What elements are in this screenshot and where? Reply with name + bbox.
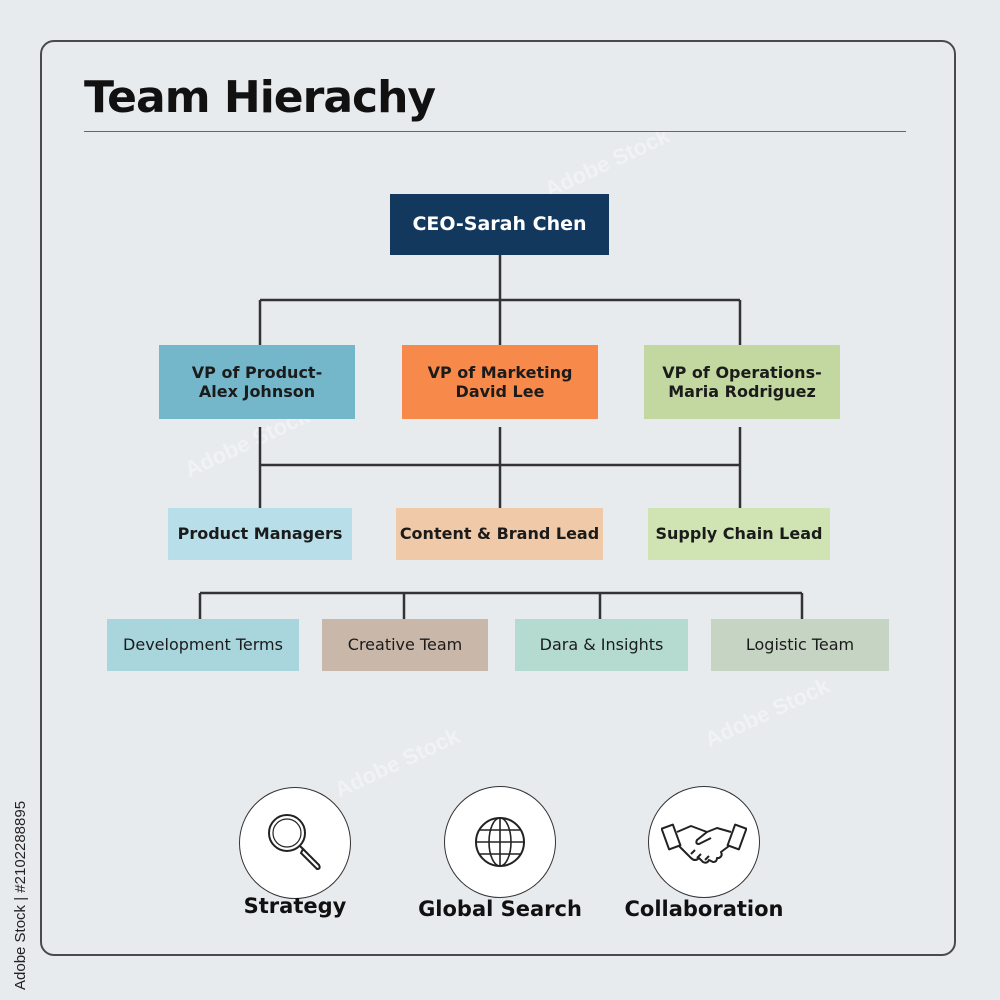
handshake-icon — [661, 823, 747, 864]
page-title: Team Hierachy — [84, 72, 436, 123]
data-insights-label: Dara & Insights — [539, 635, 664, 655]
magnifier-icon — [268, 814, 321, 871]
development-terms-box: Development Terms — [107, 619, 299, 671]
strategy-icon-circle — [239, 787, 351, 899]
ceo-box: CEO-Sarah Chen — [390, 194, 609, 255]
title-divider — [84, 131, 906, 132]
ceo-connector — [258, 255, 742, 345]
vp-marketing-box: VP of Marketing David Lee — [402, 345, 598, 419]
creative-team-box: Creative Team — [322, 619, 488, 671]
global-search-label: Global Search — [418, 897, 582, 921]
logistic-team-label: Logistic Team — [745, 635, 855, 655]
vp-connector — [258, 427, 742, 508]
vp-product-label: VP of Product- Alex Johnson — [191, 362, 323, 401]
development-terms-label: Development Terms — [123, 635, 283, 655]
supply-chain-lead-label: Supply Chain Lead — [655, 524, 823, 544]
content-brand-lead-label: Content & Brand Lead — [399, 524, 600, 544]
logistic-team-box: Logistic Team — [711, 619, 889, 671]
vp-marketing-label: VP of Marketing David Lee — [427, 362, 573, 401]
creative-team-label: Creative Team — [347, 635, 463, 655]
content-brand-lead-box: Content & Brand Lead — [396, 508, 603, 560]
globe-icon — [475, 817, 525, 867]
vp-operations-box: VP of Operations- Maria Rodriguez — [644, 345, 840, 419]
strategy-label: Strategy — [243, 894, 347, 918]
ceo-label: CEO-Sarah Chen — [412, 213, 587, 236]
supply-chain-lead-box: Supply Chain Lead — [648, 508, 830, 560]
product-managers-label: Product Managers — [177, 524, 343, 544]
collaboration-label: Collaboration — [624, 897, 784, 921]
vp-operations-label: VP of Operations- Maria Rodriguez — [662, 362, 822, 401]
data-insights-box: Dara & Insights — [515, 619, 688, 671]
product-managers-box: Product Managers — [168, 508, 352, 560]
collaboration-icon-circle — [648, 786, 760, 898]
global-search-icon-circle — [444, 786, 556, 898]
vp-product-box: VP of Product- Alex Johnson — [159, 345, 355, 419]
stock-id-text: Adobe Stock | #2102288895 — [12, 800, 29, 990]
team-connector — [198, 591, 804, 619]
